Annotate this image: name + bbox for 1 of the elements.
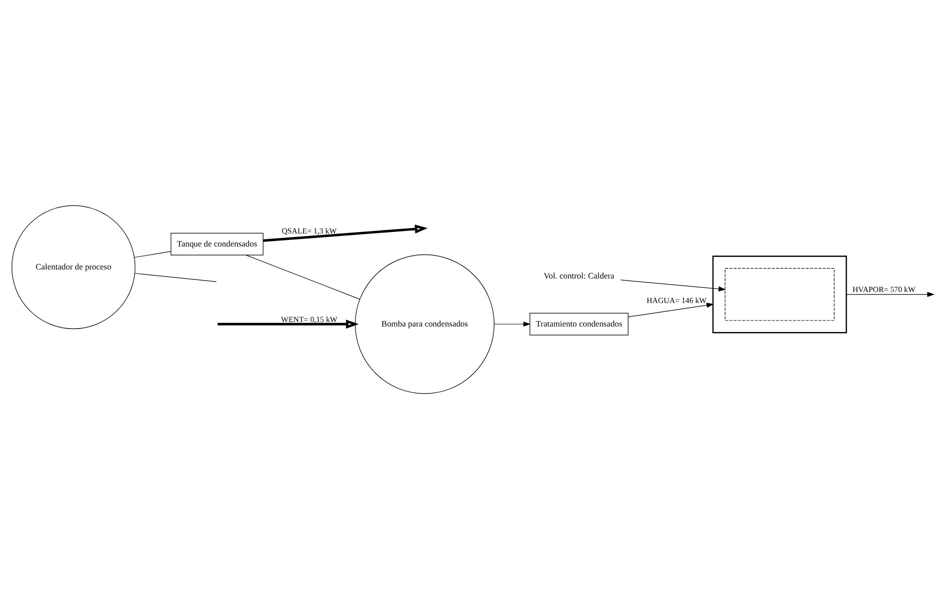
node-text: Vol. control: Caldera [544,270,614,280]
